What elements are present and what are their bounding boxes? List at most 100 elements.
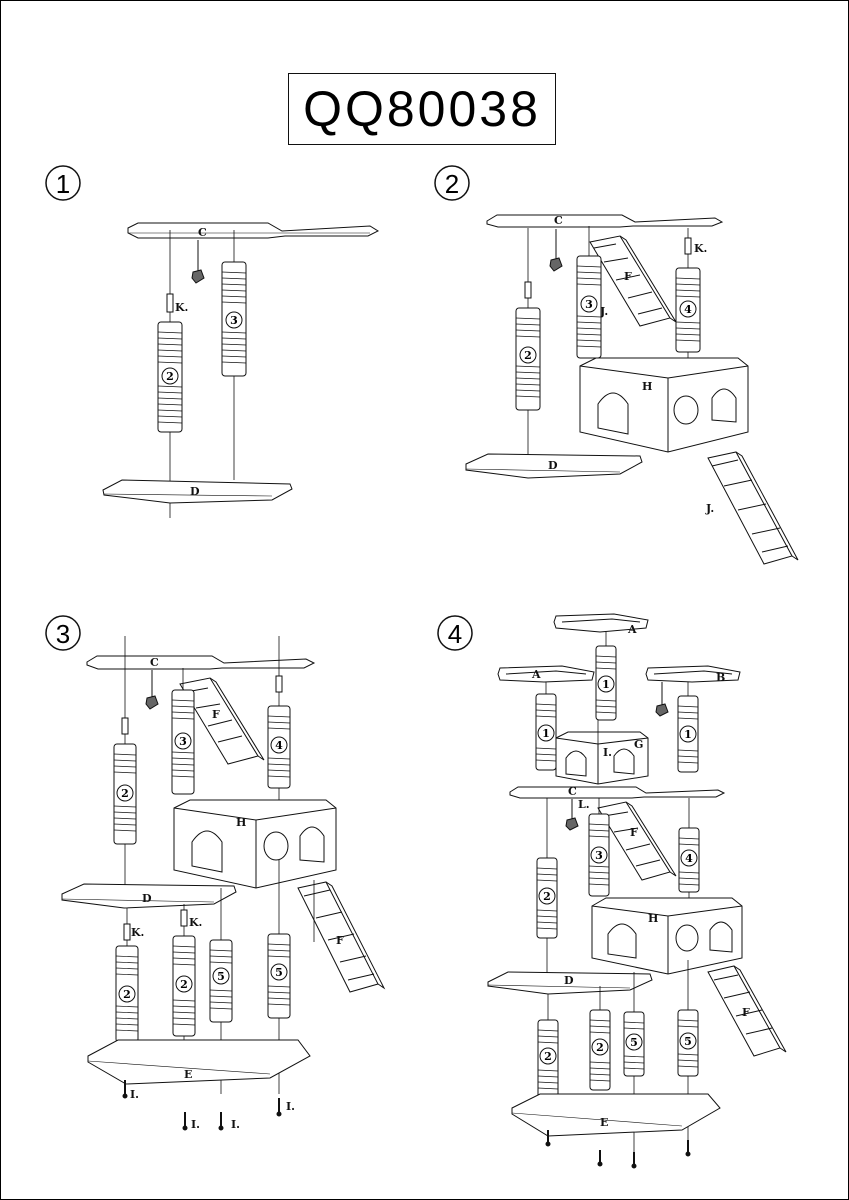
label-d: D — [142, 892, 152, 905]
platform-c — [486, 214, 724, 228]
post-number: 2 — [121, 787, 129, 800]
post-1: 1 — [535, 693, 557, 771]
label-l: L. — [578, 798, 590, 811]
bolts-i — [122, 1080, 282, 1131]
post-5: 5 — [267, 933, 291, 1019]
label-a: A — [627, 623, 637, 636]
step-4-badge — [437, 615, 473, 651]
perch-b — [645, 665, 741, 683]
screw — [275, 675, 283, 693]
step-4: 4 A 1 A 1 — [437, 613, 787, 1169]
platform-c — [509, 786, 726, 799]
bolts — [545, 1130, 691, 1169]
post-number: 2 — [180, 978, 188, 991]
post-4: 4 — [267, 705, 291, 789]
screw — [121, 717, 129, 735]
house-h — [591, 897, 743, 975]
step-4-number: 4 — [448, 619, 462, 649]
post-number: 2 — [544, 1050, 552, 1063]
label-c: C — [554, 214, 563, 227]
house-h — [579, 357, 749, 453]
model-number: QQ80038 — [303, 81, 541, 137]
base-d — [102, 479, 293, 504]
label-b: B — [716, 671, 725, 684]
platform-d — [61, 883, 237, 909]
label-d: D — [190, 485, 200, 498]
label-i: I. — [286, 1100, 295, 1113]
hanging-toy — [145, 695, 159, 710]
post-2: 2 — [115, 945, 139, 1043]
post-1: 1 — [595, 645, 617, 721]
screw-k — [123, 923, 131, 941]
step-1-badge — [45, 165, 81, 201]
label-k: K. — [175, 301, 188, 314]
post-number: 1 — [684, 728, 692, 741]
platform-c — [86, 655, 316, 670]
post-number: 3 — [230, 314, 238, 327]
label-i: I. — [130, 1088, 139, 1101]
post-number: 2 — [123, 988, 131, 1001]
platform-d — [487, 971, 653, 995]
label-f: F — [212, 708, 220, 721]
base-e — [87, 1039, 311, 1085]
hanging-toy — [191, 269, 205, 284]
post-number: 5 — [275, 966, 283, 979]
ramp-j — [707, 451, 799, 565]
perch-a — [553, 613, 649, 633]
post-2: 2 — [536, 857, 558, 939]
label-k: K. — [694, 242, 707, 255]
post-5: 5 — [209, 939, 233, 1023]
label-h: H — [648, 912, 658, 925]
post-number: 2 — [543, 890, 551, 903]
post-number: 3 — [179, 735, 187, 748]
label-i: I. — [603, 746, 612, 759]
ramp-f — [297, 881, 386, 993]
screw-k — [180, 909, 188, 927]
perch-a — [497, 665, 595, 683]
label-i: I. — [231, 1118, 240, 1131]
hanging-toy — [655, 703, 669, 717]
label-f: F — [336, 934, 344, 947]
post-number: 3 — [595, 849, 603, 862]
step-2: 2 C F J. 2 — [434, 165, 799, 565]
label-j: J. — [705, 502, 714, 515]
step-3-number: 3 — [56, 619, 70, 649]
post-3: 3 — [576, 255, 602, 359]
ramp-f — [179, 677, 265, 765]
label-k: K. — [189, 916, 202, 929]
base-e — [511, 1093, 721, 1137]
label-f: F — [624, 270, 632, 283]
post-number: 4 — [685, 852, 693, 865]
post-3: 3 — [221, 261, 247, 377]
post-number: 2 — [596, 1041, 604, 1054]
ramp-f — [597, 801, 677, 881]
post-number: 5 — [684, 1035, 692, 1048]
screw-k — [684, 237, 692, 255]
post-5: 5 — [677, 1009, 699, 1077]
label-a: A — [531, 668, 541, 681]
label-d: D — [564, 974, 574, 987]
post-4: 4 — [678, 827, 700, 893]
post-2: 2 — [515, 307, 541, 411]
post-number: 1 — [542, 727, 550, 740]
post-number: 2 — [166, 370, 174, 383]
screw — [524, 281, 532, 299]
post-2: 2 — [589, 1009, 611, 1091]
screw-k — [166, 293, 174, 313]
house-g — [555, 731, 649, 785]
step-3-badge — [45, 615, 81, 651]
model-number-box: QQ80038 — [288, 73, 556, 145]
ramp-f — [707, 965, 787, 1057]
label-h: H — [642, 380, 652, 393]
post-number: 2 — [524, 349, 532, 362]
post-5: 5 — [623, 1011, 645, 1077]
step-3: 3 C F 3 — [45, 615, 386, 1131]
base-d — [465, 453, 643, 479]
step-1: 1 C K. 2 — [45, 165, 380, 518]
label-c: C — [568, 785, 577, 798]
hanging-toy — [549, 257, 563, 272]
step-2-number: 2 — [445, 169, 459, 199]
post-4: 4 — [675, 267, 701, 353]
hanging-toy — [565, 817, 579, 831]
